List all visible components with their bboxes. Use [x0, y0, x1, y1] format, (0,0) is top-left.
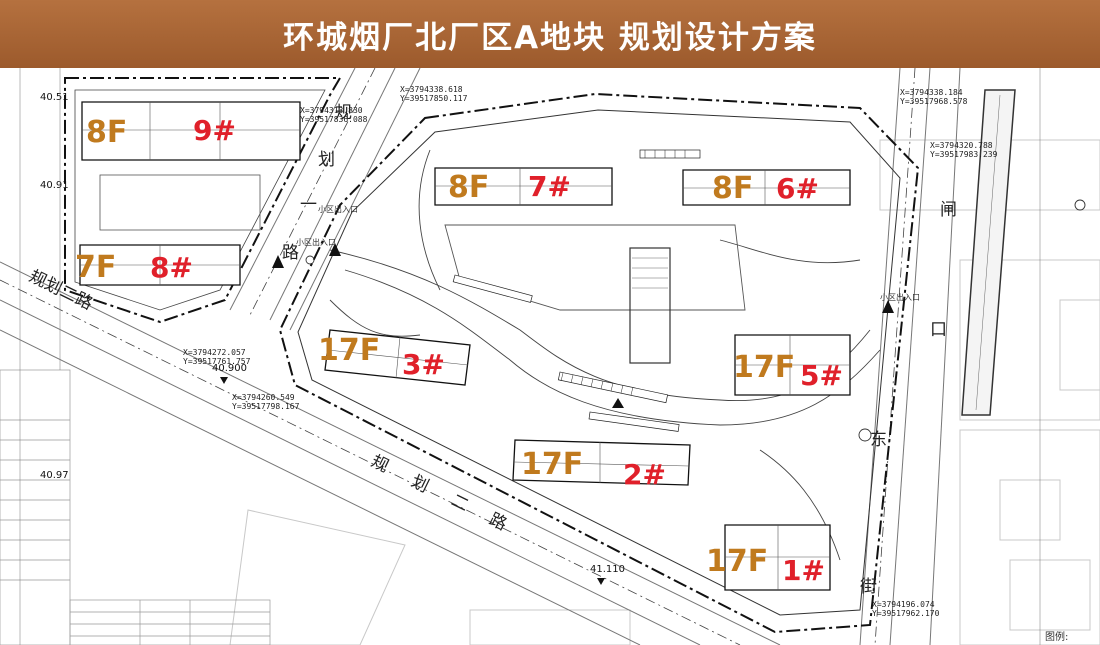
coord-x: X=3794313.830 [300, 106, 363, 115]
page-title: 环城烟厂北厂区A地块 规划设计方案 [283, 20, 817, 56]
elevation-label: 40.51 [40, 92, 69, 103]
coord-x: X=3794260.549 [232, 393, 295, 402]
building-no-2: 2# [623, 458, 666, 491]
legend-label: 图例: [1045, 630, 1068, 643]
elevation-label: 40.97 [40, 470, 69, 481]
plaza [629, 247, 671, 364]
coord-y: Y=39517983.239 [930, 150, 998, 159]
coord-y: Y=39517962.170 [872, 609, 940, 618]
floor-label-3: 17F [318, 333, 380, 368]
floor-label-6: 8F [712, 171, 753, 206]
east-building [961, 89, 1016, 416]
elevation-label: 40.900 [212, 363, 247, 374]
coord-y: Y=39517850.117 [400, 94, 468, 103]
entrance-note: 小区出入口 [296, 237, 336, 247]
coord-y: Y=39517836.088 [300, 115, 368, 124]
road-one-char-2: 划 [318, 150, 335, 170]
coord-y: Y=39517761.757 [183, 357, 251, 366]
coord-x: X=3794338.184 [900, 88, 963, 97]
floor-label-7: 8F [448, 170, 489, 205]
floor-label-2: 17F [521, 447, 583, 482]
alley-char-2: 口 [930, 320, 947, 340]
building-no-9: 9# [193, 114, 236, 147]
central-lawn [444, 224, 746, 311]
coord-y: Y=39517968.578 [900, 97, 968, 106]
building-no-5: 5# [800, 359, 843, 392]
east-street-char-2: 街 [860, 577, 877, 597]
drawing-table [0, 369, 271, 645]
elevation-label: 40.91 [40, 180, 69, 191]
road-one-char-4: 路 [282, 243, 299, 263]
coord-y: Y=39517798.167 [232, 402, 300, 411]
road-lines [0, 68, 961, 645]
floor-label-9: 8F [86, 115, 127, 150]
building-no-7: 7# [528, 170, 571, 203]
coord-x: X=3794272.057 [183, 348, 246, 357]
road-one-char-3: 一 [300, 195, 317, 215]
building-footprints [79, 101, 851, 591]
entry-markers [272, 243, 894, 408]
entrance-note: 小区出入口 [318, 204, 358, 214]
coord-x: X=3794320.788 [930, 141, 993, 150]
floor-label-8: 7F [75, 250, 116, 285]
site-plan-drawing: 8F 9# 7F 8# 8F 7# 8F 6# 17F 3# 17F 5# 17… [0, 68, 1100, 645]
parking-hatch [560, 150, 686, 396]
floor-label-5: 17F [733, 350, 795, 385]
elevation-label: 41.110 [590, 564, 625, 575]
east-street-char-1: 东 [870, 430, 887, 450]
floor-label-1: 17F [706, 544, 768, 579]
coord-x: X=3794338.618 [400, 85, 463, 94]
site-inner-outline [297, 109, 901, 616]
title-banner: 环城烟厂北厂区A地块 规划设计方案 [0, 0, 1100, 71]
site-boundary-west [64, 77, 342, 324]
road-one-char-1: 规 [335, 103, 352, 123]
surrounding-blocks [229, 139, 1100, 645]
building-no-3: 3# [402, 348, 445, 381]
building-no-6: 6# [776, 172, 819, 205]
parking-strips [452, 149, 701, 432]
building-internal-lines [80, 102, 850, 590]
entrance-note: 小区出入口 [880, 292, 920, 302]
site-boundary-main [278, 92, 920, 634]
building-no-8: 8# [150, 251, 193, 284]
building-no-1: 1# [782, 554, 825, 587]
coord-x: X=3794196.074 [872, 600, 935, 609]
alley-char-1: 闸 [940, 200, 957, 220]
